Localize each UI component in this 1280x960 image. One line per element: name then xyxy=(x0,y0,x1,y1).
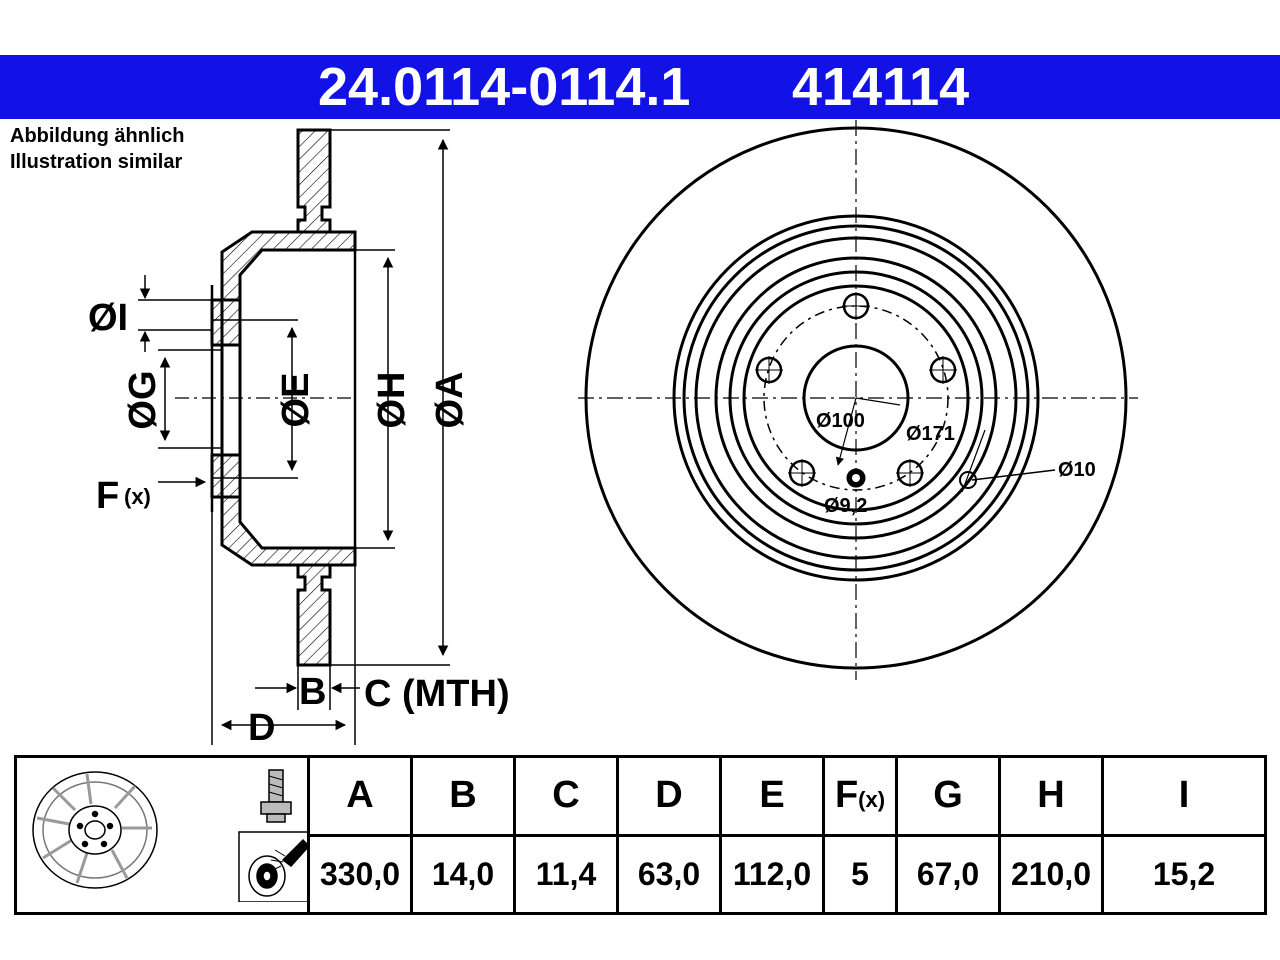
note-line-de: Abbildung ähnlich xyxy=(10,125,185,147)
label-f: F xyxy=(96,475,119,517)
bolt-holes xyxy=(755,292,957,487)
label-f-sub: (x) xyxy=(124,484,151,509)
col-a-header: A xyxy=(307,755,413,837)
technical-drawing: ØI ØG ØE ØH ØA F (x) B C (MTH) D xyxy=(88,120,1138,749)
table-value-row: 330,0 14,0 11,4 63,0 112,0 5 67,0 210,0 … xyxy=(16,833,1267,915)
label-d10: Ø10 xyxy=(1058,459,1096,481)
label-g: ØG xyxy=(122,370,164,429)
col-f-sub: (x) xyxy=(858,787,886,813)
col-b-value: 14,0 xyxy=(410,833,516,915)
label-d: D xyxy=(248,707,275,749)
label-d92: Ø9,2 xyxy=(824,495,867,517)
col-c-value: 11,4 xyxy=(513,833,619,915)
label-e: ØE xyxy=(275,373,317,428)
col-g-value: 67,0 xyxy=(895,833,1001,915)
header-banner: 24.0114-0114.1 414114 xyxy=(0,55,1280,119)
col-c-header: C xyxy=(513,755,619,837)
col-f-header: F(x) xyxy=(822,755,898,837)
col-d-header: D xyxy=(616,755,722,837)
label-a: ØA xyxy=(429,372,471,429)
col-f-letter: F xyxy=(834,774,859,817)
front-view xyxy=(578,120,1138,680)
label-i: ØI xyxy=(88,297,128,339)
col-h-value: 210,0 xyxy=(998,833,1104,915)
col-b-header: B xyxy=(410,755,516,837)
col-i-value: 15,2 xyxy=(1101,833,1267,915)
col-g-header: G xyxy=(895,755,1001,837)
col-h-header: H xyxy=(998,755,1104,837)
bolt-icon xyxy=(260,769,292,823)
table-images xyxy=(14,755,314,915)
col-i-header: I xyxy=(1101,755,1267,837)
label-b: B xyxy=(299,671,326,713)
part-number: 24.0114-0114.1 xyxy=(318,57,691,117)
reference-number: 414114 xyxy=(792,57,970,117)
label-h: ØH xyxy=(371,372,413,429)
side-view-section xyxy=(175,128,357,667)
col-e-value: 112,0 xyxy=(719,833,825,915)
col-d-value: 63,0 xyxy=(616,833,722,915)
note-line-en: Illustration similar xyxy=(10,151,183,173)
cleaning-spray-icon xyxy=(238,831,314,903)
label-d171: Ø171 xyxy=(906,423,955,445)
brake-disc-icon xyxy=(32,771,158,889)
side-view-dimensions xyxy=(138,129,450,745)
spec-table: A B C D E F(x) G H I 330,0 14,0 11,4 63,… xyxy=(14,755,1267,915)
col-e-header: E xyxy=(719,755,825,837)
table-header-row: A B C D E F(x) G H I xyxy=(14,755,1267,915)
illustration-note: Abbildung ähnlich Illustration similar xyxy=(10,123,184,175)
col-a-value: 330,0 xyxy=(307,833,413,915)
col-f-value: 5 xyxy=(822,833,898,915)
label-d100: Ø100 xyxy=(816,410,865,432)
label-c: C (MTH) xyxy=(364,673,510,715)
